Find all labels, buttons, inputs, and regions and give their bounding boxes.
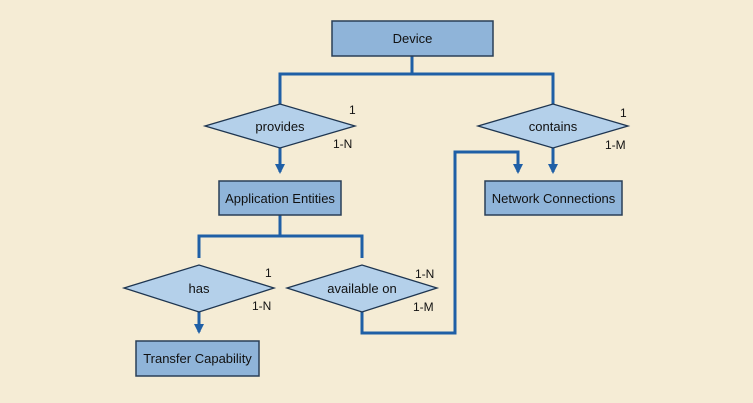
entity-device-label: Device <box>393 31 433 46</box>
has-cardinality-top: 1 <box>265 266 272 280</box>
entity-transfer-capability[interactable]: Transfer Capability <box>135 340 260 377</box>
entity-network-connections-label: Network Connections <box>492 191 616 206</box>
connector-application-to-relations <box>197 215 364 258</box>
contains-cardinality-bottom: 1-M <box>605 138 626 152</box>
relation-has[interactable]: has <box>121 264 277 313</box>
entity-device[interactable]: Device <box>331 20 494 57</box>
available-on-cardinality-bottom: 1-M <box>413 300 434 314</box>
available-on-cardinality-top: 1-N <box>415 267 434 281</box>
relation-contains[interactable]: contains <box>475 103 631 149</box>
relation-provides-label: provides <box>255 119 305 134</box>
relation-contains-label: contains <box>529 119 578 134</box>
relation-has-label: has <box>189 281 210 296</box>
relation-provides[interactable]: provides <box>202 103 358 149</box>
entity-transfer-capability-label: Transfer Capability <box>143 351 252 366</box>
has-cardinality-bottom: 1-N <box>252 299 271 313</box>
connector-available-on-to-network <box>360 150 523 335</box>
contains-cardinality-top: 1 <box>620 106 627 120</box>
relation-available-on[interactable]: available on <box>284 264 440 313</box>
entity-application-entities[interactable]: Application Entities <box>218 180 342 216</box>
connector-device-to-relations <box>278 56 555 104</box>
relation-available-on-label: available on <box>327 281 396 296</box>
entity-application-entities-label: Application Entities <box>225 191 335 206</box>
entity-network-connections[interactable]: Network Connections <box>484 180 623 216</box>
provides-cardinality-top: 1 <box>349 103 356 117</box>
provides-cardinality-bottom: 1-N <box>333 137 352 151</box>
